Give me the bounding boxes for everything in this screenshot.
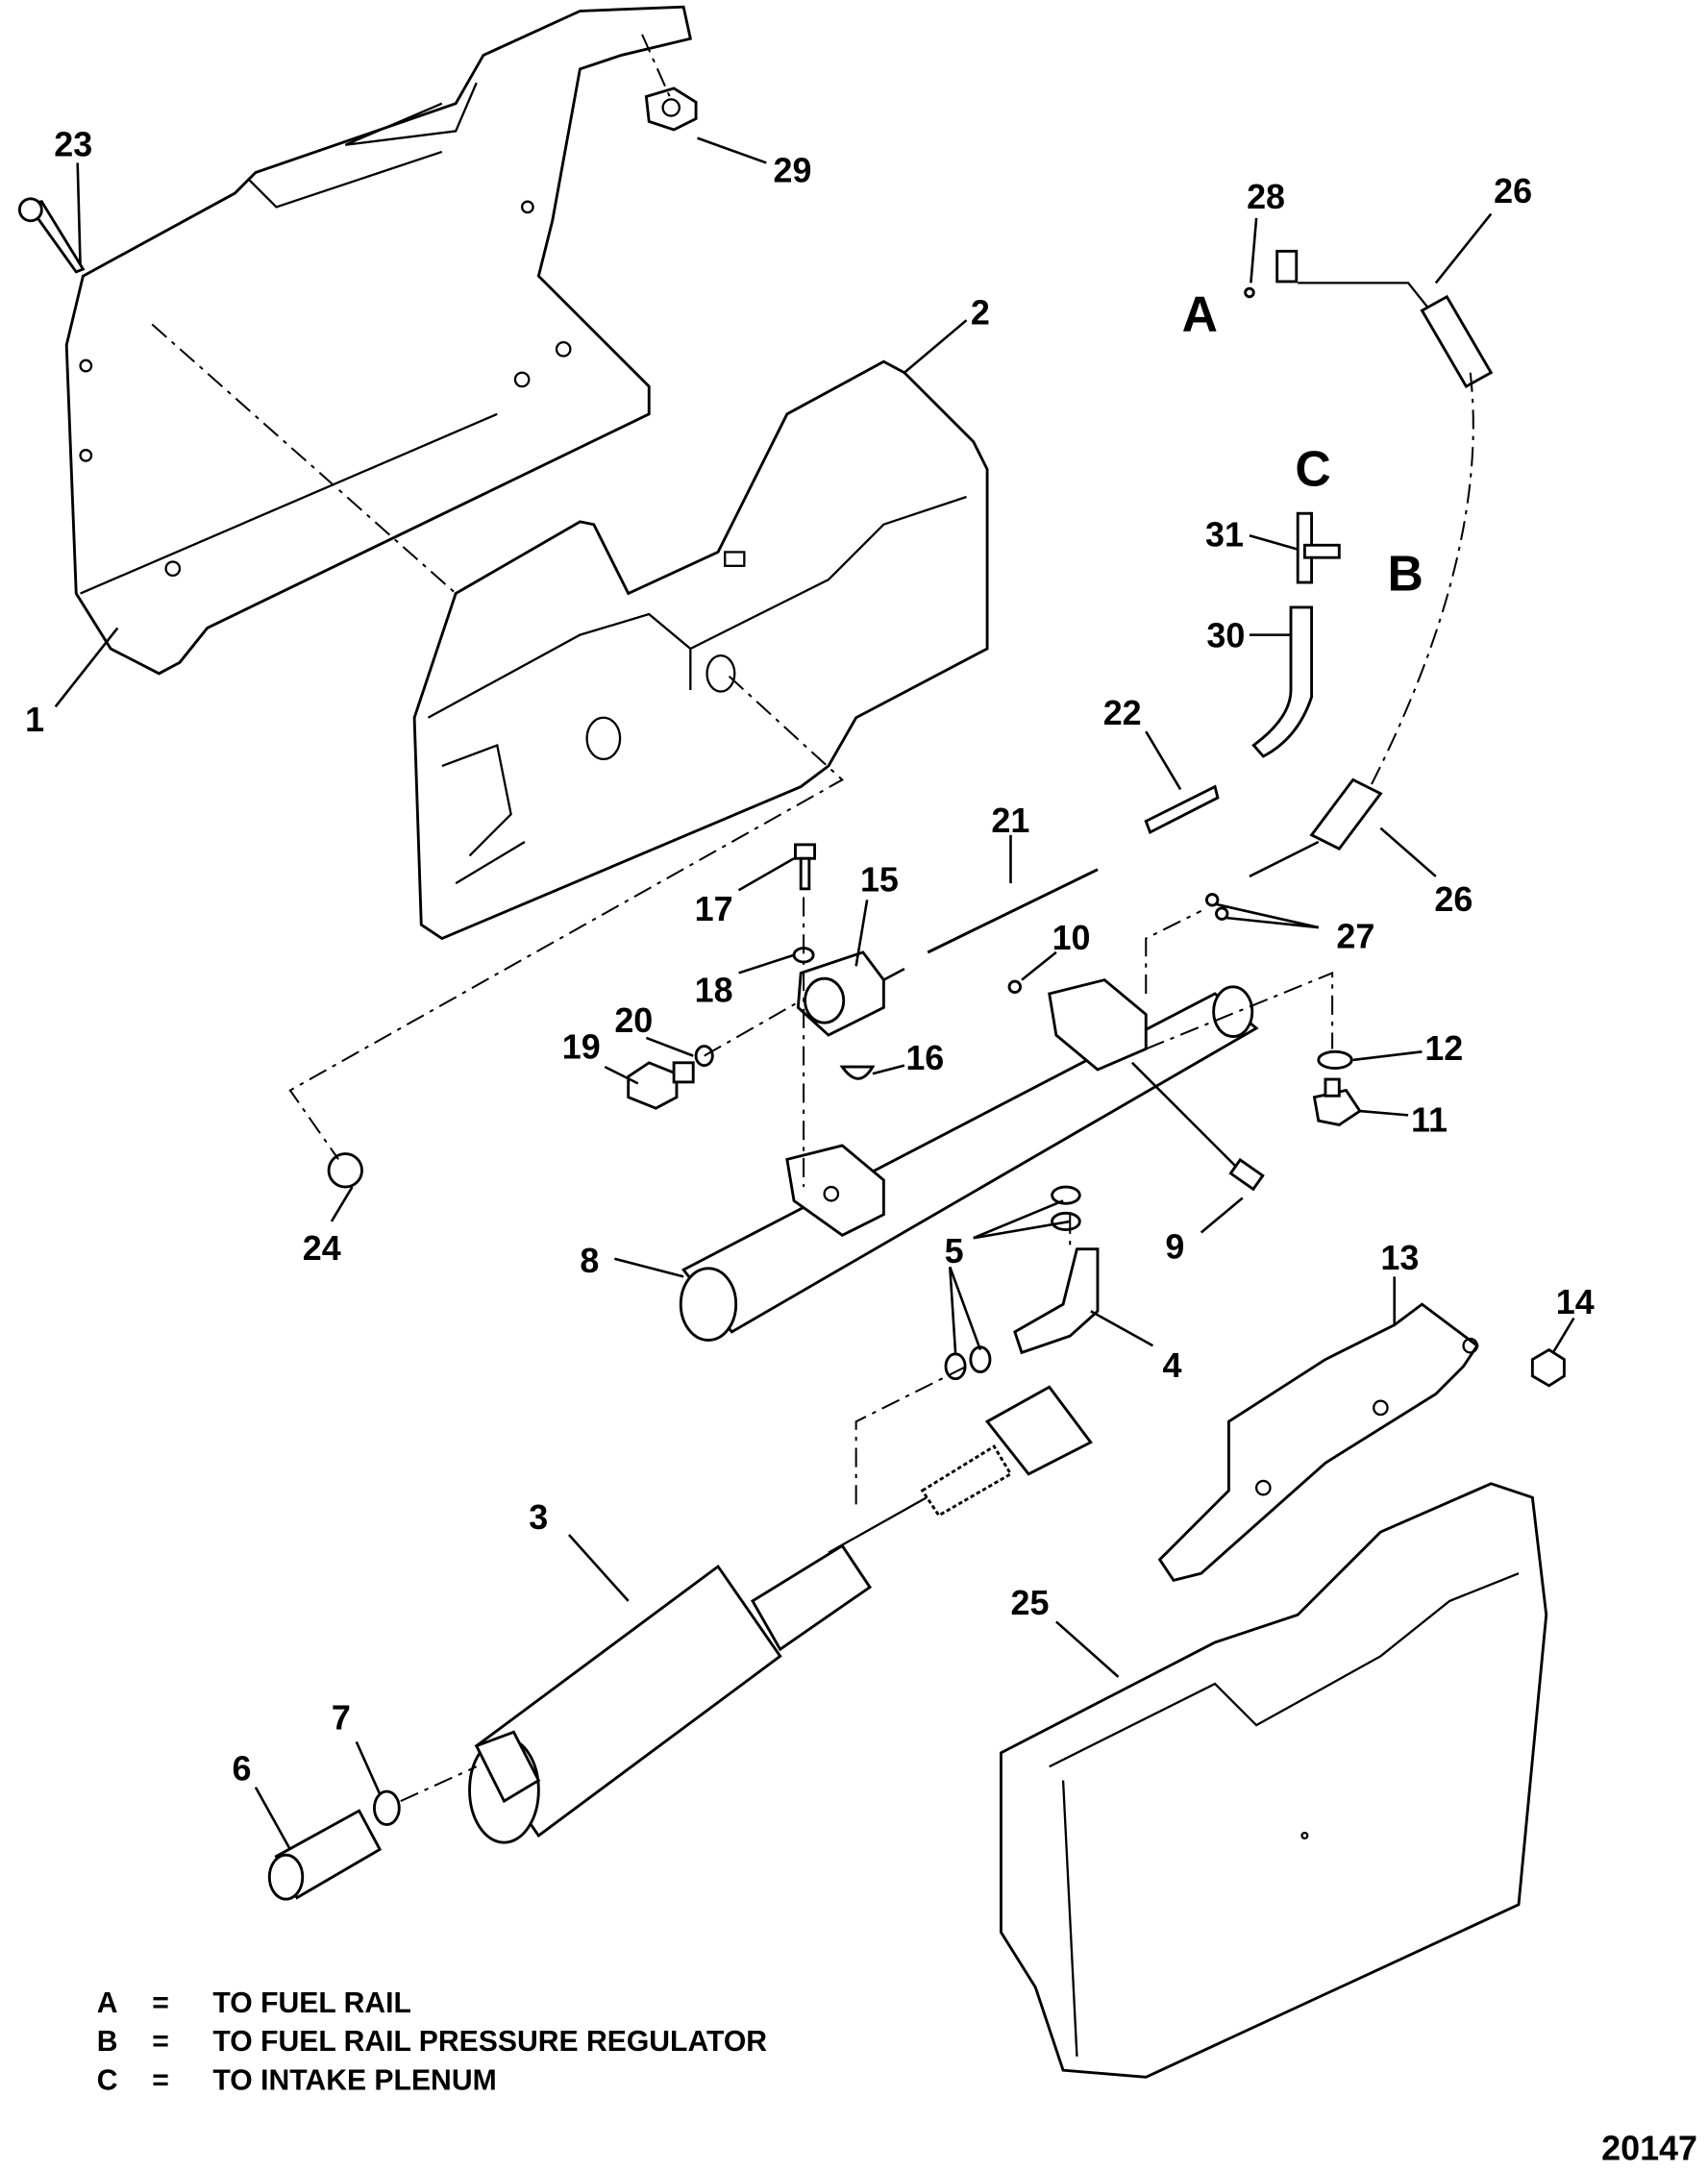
fuel-pump-part-3	[468, 1385, 1093, 1844]
callout-27: 27	[1336, 918, 1374, 956]
pressure-regulator-part-15	[796, 950, 905, 1037]
nut-part-14	[1530, 1347, 1566, 1388]
connection-letter-b: B	[1388, 546, 1423, 602]
callout-17: 17	[695, 890, 733, 928]
callout-7: 7	[332, 1698, 351, 1737]
callout-28: 28	[1247, 178, 1285, 216]
connection-letter-a: A	[1182, 286, 1218, 342]
callout-16: 16	[905, 1039, 944, 1077]
callout-26-bottom: 26	[1434, 880, 1473, 919]
fitting-part-22	[1144, 784, 1220, 834]
fuel-cooler-rail-part-8	[679, 978, 1259, 1342]
connection-letter-c: C	[1295, 441, 1330, 497]
callout-3: 3	[529, 1498, 548, 1537]
callout-4: 4	[1162, 1346, 1181, 1385]
assembly-center-lines	[151, 34, 1334, 1803]
callout-19: 19	[562, 1027, 601, 1066]
legend-sep-c: =	[152, 2064, 169, 2096]
nut-part-29	[644, 86, 698, 132]
o-rings-part-5	[944, 1185, 1081, 1381]
plug-part-10	[1007, 979, 1022, 994]
callout-25: 25	[1010, 1584, 1049, 1622]
bracket-part-13	[1157, 1302, 1479, 1582]
cooler-housing-part-25	[1000, 1482, 1548, 2079]
callout-numbers: 1 2 3 4 5 6 7 8 9 10 11 12 13 14 15 16 1…	[25, 125, 1595, 1788]
callout-5: 5	[945, 1232, 964, 1271]
o-ring-part-12	[1317, 1049, 1353, 1070]
bolt-part-17	[794, 843, 817, 891]
figure-number: 20147	[1601, 2130, 1697, 2168]
callout-30: 30	[1206, 617, 1245, 655]
callout-15: 15	[860, 861, 899, 900]
hose-part-26	[1249, 249, 1494, 878]
legend-sep-b: =	[152, 2026, 169, 2058]
callout-24: 24	[303, 1229, 341, 1268]
legend-key-c: C	[97, 2064, 118, 2096]
elbow-fitting-part-4	[1013, 1247, 1100, 1355]
legend-sep-a: =	[152, 1987, 169, 2019]
legend-key-a: A	[97, 1987, 118, 2019]
callout-11: 11	[1411, 1101, 1448, 1140]
callout-1: 1	[25, 701, 44, 739]
callout-14: 14	[1556, 1283, 1595, 1321]
callout-21: 21	[991, 802, 1029, 840]
callout-10: 10	[1052, 919, 1091, 957]
callout-6: 6	[233, 1750, 252, 1789]
screw-part-23	[17, 197, 86, 274]
mounting-bracket-part-1	[64, 5, 693, 676]
bolt-part-19	[627, 1061, 695, 1110]
callout-22: 22	[1103, 694, 1142, 732]
callout-9: 9	[1165, 1228, 1184, 1267]
callout-8: 8	[580, 1242, 599, 1280]
leader-lines	[54, 136, 1575, 1851]
fitting-part-11	[1312, 1077, 1362, 1126]
callout-26-top: 26	[1494, 172, 1532, 210]
hose-part-30	[1251, 605, 1314, 758]
plug-part-16	[839, 1065, 876, 1080]
o-rings-part-27	[1204, 893, 1229, 921]
callout-12: 12	[1424, 1029, 1463, 1068]
callout-31: 31	[1205, 516, 1244, 555]
sensor-part-9	[1130, 1061, 1265, 1192]
screw-part-24	[327, 1152, 363, 1189]
shroud-part-2	[412, 359, 989, 941]
tee-fitting-part-31	[1296, 511, 1341, 584]
fitting-part-6	[267, 1809, 383, 1901]
legend-text-c: TO INTAKE PLENUM	[212, 2064, 496, 2096]
callout-29: 29	[773, 152, 811, 190]
legend-key-b: B	[97, 2026, 118, 2058]
legend-text-b: TO FUEL RAIL PRESSURE REGULATOR	[212, 2026, 767, 2058]
callout-2: 2	[971, 293, 990, 332]
o-ring-part-28	[1244, 286, 1255, 299]
legend: A = TO FUEL RAIL B = TO FUEL RAIL PRESSU…	[97, 1987, 768, 2096]
callout-18: 18	[695, 972, 733, 1010]
callout-23: 23	[54, 125, 92, 163]
callout-13: 13	[1380, 1239, 1419, 1277]
callout-20: 20	[614, 1001, 653, 1040]
washer-part-7	[373, 1789, 401, 1826]
legend-text-a: TO FUEL RAIL	[212, 1987, 411, 2019]
